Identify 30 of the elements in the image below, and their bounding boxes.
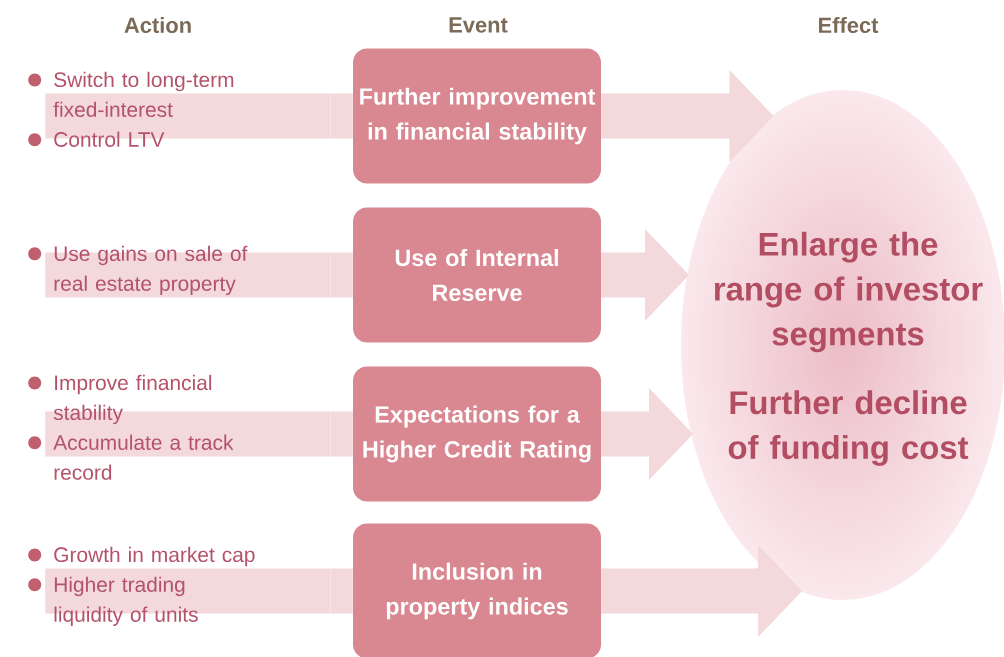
event-box: Use of Internal Reserve <box>353 207 601 343</box>
arrow <box>601 70 774 162</box>
node-label: stability <box>53 404 123 425</box>
node-label: Use gains on sale of real estate property <box>54 245 248 296</box>
node-label: Improve financial <box>55 374 212 395</box>
action-list: Use gains on sale of real estate property <box>28 245 331 298</box>
connector-band <box>330 411 353 457</box>
arrow <box>601 229 689 321</box>
node-label: Higher trading liquidity of units <box>54 576 198 627</box>
column-heading: Effect <box>819 16 879 34</box>
node-label: Switch to long-term <box>54 71 234 92</box>
event-box: Further improvement in financial stability <box>353 48 601 184</box>
event-box: Expectations for a Higher Credit Rating <box>353 366 601 502</box>
event-box: Inclusion in property indices <box>353 523 601 657</box>
effect-text: Further decline of funding cost <box>728 390 969 466</box>
node-label: record <box>54 464 112 480</box>
action-list: Growth in market cap Higher trading liquidity of units <box>28 546 331 627</box>
connector-band <box>330 252 353 298</box>
node-label: Accumulate a track <box>53 434 234 450</box>
action-list: Improve financial stability Accumulate a track record <box>28 374 331 480</box>
action-list: Switch to long-term fixed-interest Control LTV <box>28 71 331 147</box>
effect-text: Enlarge the range of investor segments <box>715 231 983 353</box>
node-label: Control LTV <box>54 131 165 147</box>
node-label: Growth in market cap <box>54 546 255 567</box>
connector-band <box>330 93 353 139</box>
column-heading: Action <box>124 16 191 34</box>
connector-band <box>330 568 353 614</box>
arrow <box>601 545 803 637</box>
arrow <box>601 388 693 480</box>
node-label: fixed-interest <box>53 101 173 118</box>
